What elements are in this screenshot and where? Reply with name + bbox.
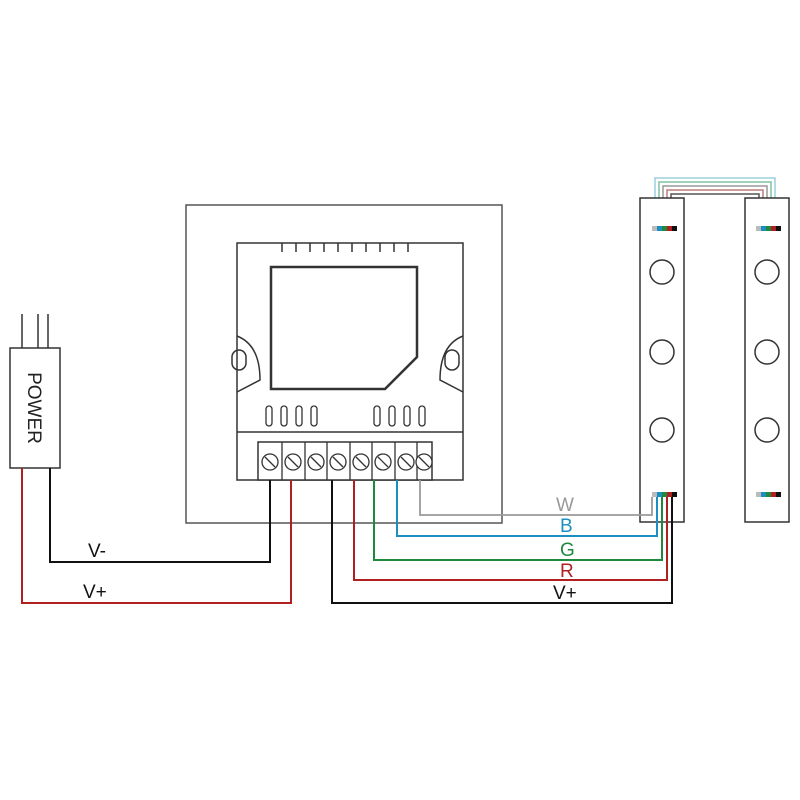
v-plus-strip-label: V+ bbox=[553, 583, 577, 604]
v-plus-power-label: V+ bbox=[83, 582, 107, 603]
power-cable bbox=[21, 314, 49, 348]
wire-b: B bbox=[396, 480, 658, 537]
panel-left-notch bbox=[236, 335, 261, 393]
r-label: R bbox=[560, 561, 574, 582]
v-minus-label: V- bbox=[88, 541, 106, 562]
wire-v-plus-power: V+ bbox=[21, 468, 292, 604]
wire-v-minus: V- bbox=[49, 468, 271, 563]
wire-v-plus-strip: V+ bbox=[331, 480, 673, 604]
strip-leds bbox=[649, 259, 780, 443]
wire-g: G bbox=[373, 480, 663, 561]
g-label: G bbox=[560, 540, 575, 561]
panel-frame bbox=[185, 204, 503, 524]
panel-right-notch bbox=[439, 335, 464, 393]
panel-slots bbox=[265, 405, 426, 427]
wire-r: R bbox=[353, 480, 668, 582]
terminal-screws bbox=[261, 442, 433, 480]
controller-panel bbox=[185, 204, 503, 524]
led-strip bbox=[639, 177, 790, 523]
strip-pads bbox=[652, 226, 781, 497]
mount-hole-left bbox=[231, 349, 247, 371]
power-supply: POWER bbox=[9, 314, 61, 469]
b-label: B bbox=[560, 516, 573, 537]
mount-hole-right bbox=[444, 349, 460, 371]
w-label: W bbox=[556, 495, 574, 516]
display-screen bbox=[269, 265, 419, 391]
power-box bbox=[9, 347, 61, 469]
wire-w: W bbox=[419, 480, 653, 516]
power-label: POWER bbox=[23, 372, 44, 444]
panel-vents bbox=[281, 243, 409, 252]
